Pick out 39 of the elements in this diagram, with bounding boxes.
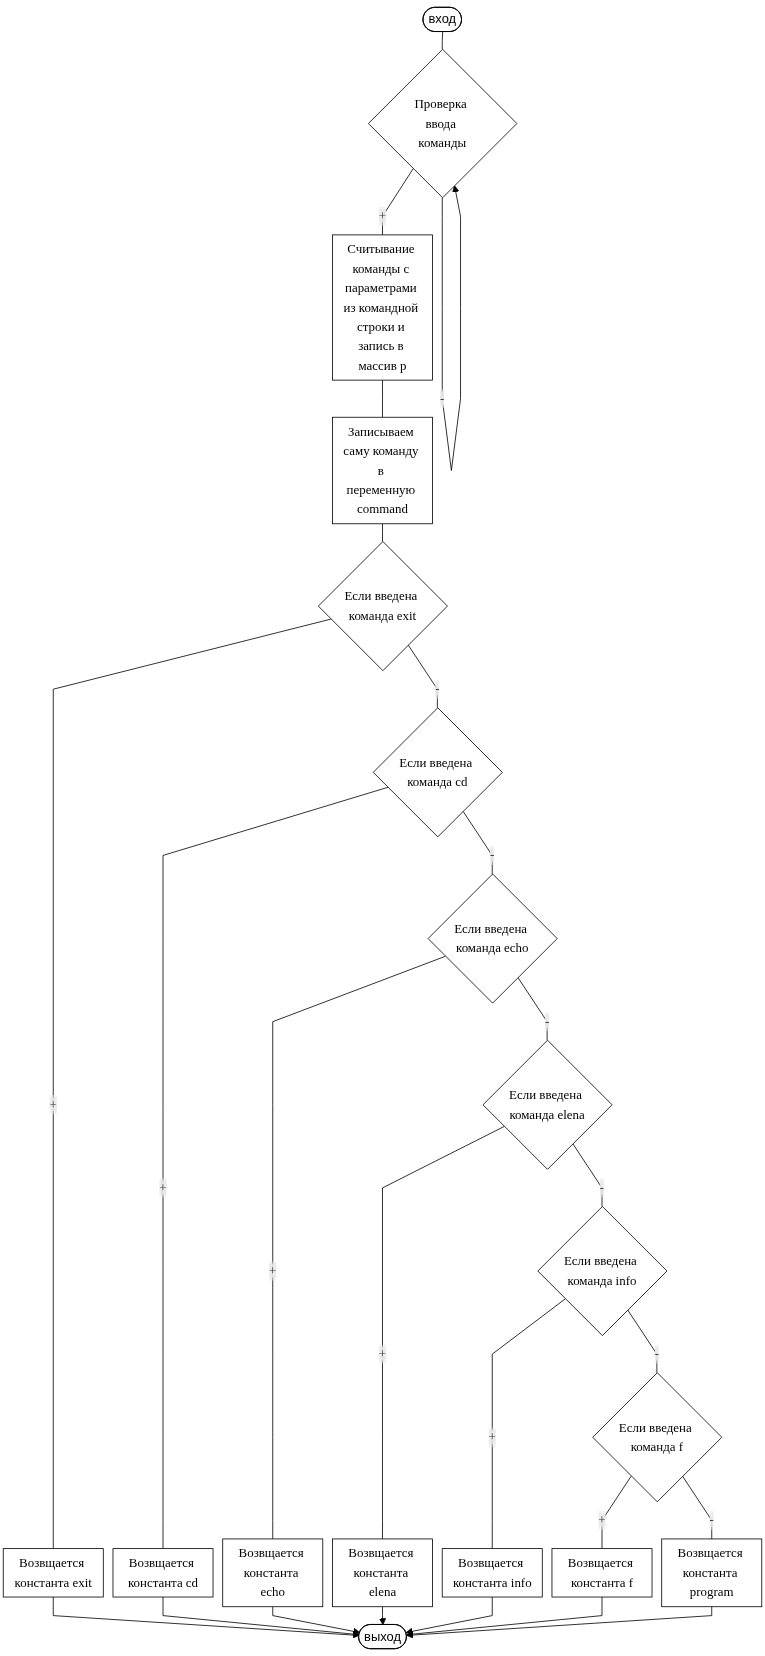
connector (491, 1298, 566, 1550)
node-box: Считывание команды с параметрами из командной строки и запись в массив p (332, 234, 433, 381)
edge-label: - (435, 681, 440, 696)
node-box: Возвщается константа cd (112, 1548, 214, 1598)
node-diamond: Если введена команда info (537, 1206, 668, 1336)
node-box: Возвщается константа program (661, 1538, 763, 1608)
connector (441, 31, 444, 50)
edge-label: - (490, 848, 495, 862)
connector (382, 168, 414, 236)
edge-label: + (49, 1097, 57, 1112)
edge-label: - (544, 1014, 550, 1029)
connector (382, 1126, 505, 1540)
node-diamond: Если введена команда exit (317, 541, 448, 672)
node-box: Записываем саму команду в переменную command (332, 416, 433, 525)
edge-label: - (599, 1180, 605, 1195)
node-diamond: Если введена команда elena (482, 1039, 613, 1170)
edge-label: + (159, 1180, 167, 1195)
node-box: Возвщается константа info (441, 1548, 543, 1598)
edge-label: - (654, 1346, 660, 1361)
edge-label: + (269, 1263, 277, 1278)
node-box: Возвщается константа f (551, 1548, 653, 1598)
connector (52, 618, 332, 1550)
node-diamond: Проверка ввода команды (368, 48, 518, 199)
connector (382, 379, 383, 418)
node-diamond: Если введена команда echo (427, 873, 558, 1004)
node-diamond: Если введена команда cd (372, 707, 503, 838)
edge-label: + (488, 1429, 496, 1444)
edge-label: + (598, 1513, 606, 1527)
connector (601, 1475, 632, 1550)
node-box: Возвщается константа exit (2, 1548, 104, 1598)
edge-label: - (709, 1513, 714, 1527)
connector (272, 955, 446, 1540)
edge-label: + (378, 209, 387, 223)
node-box: Возвщается константа echo (222, 1538, 324, 1608)
connector (382, 523, 383, 542)
node-box: Возвщается константа elena (332, 1538, 433, 1608)
edge-label: + (378, 1346, 387, 1361)
node-diamond: Если введена команда f (592, 1372, 723, 1503)
edge-label: - (440, 391, 445, 406)
